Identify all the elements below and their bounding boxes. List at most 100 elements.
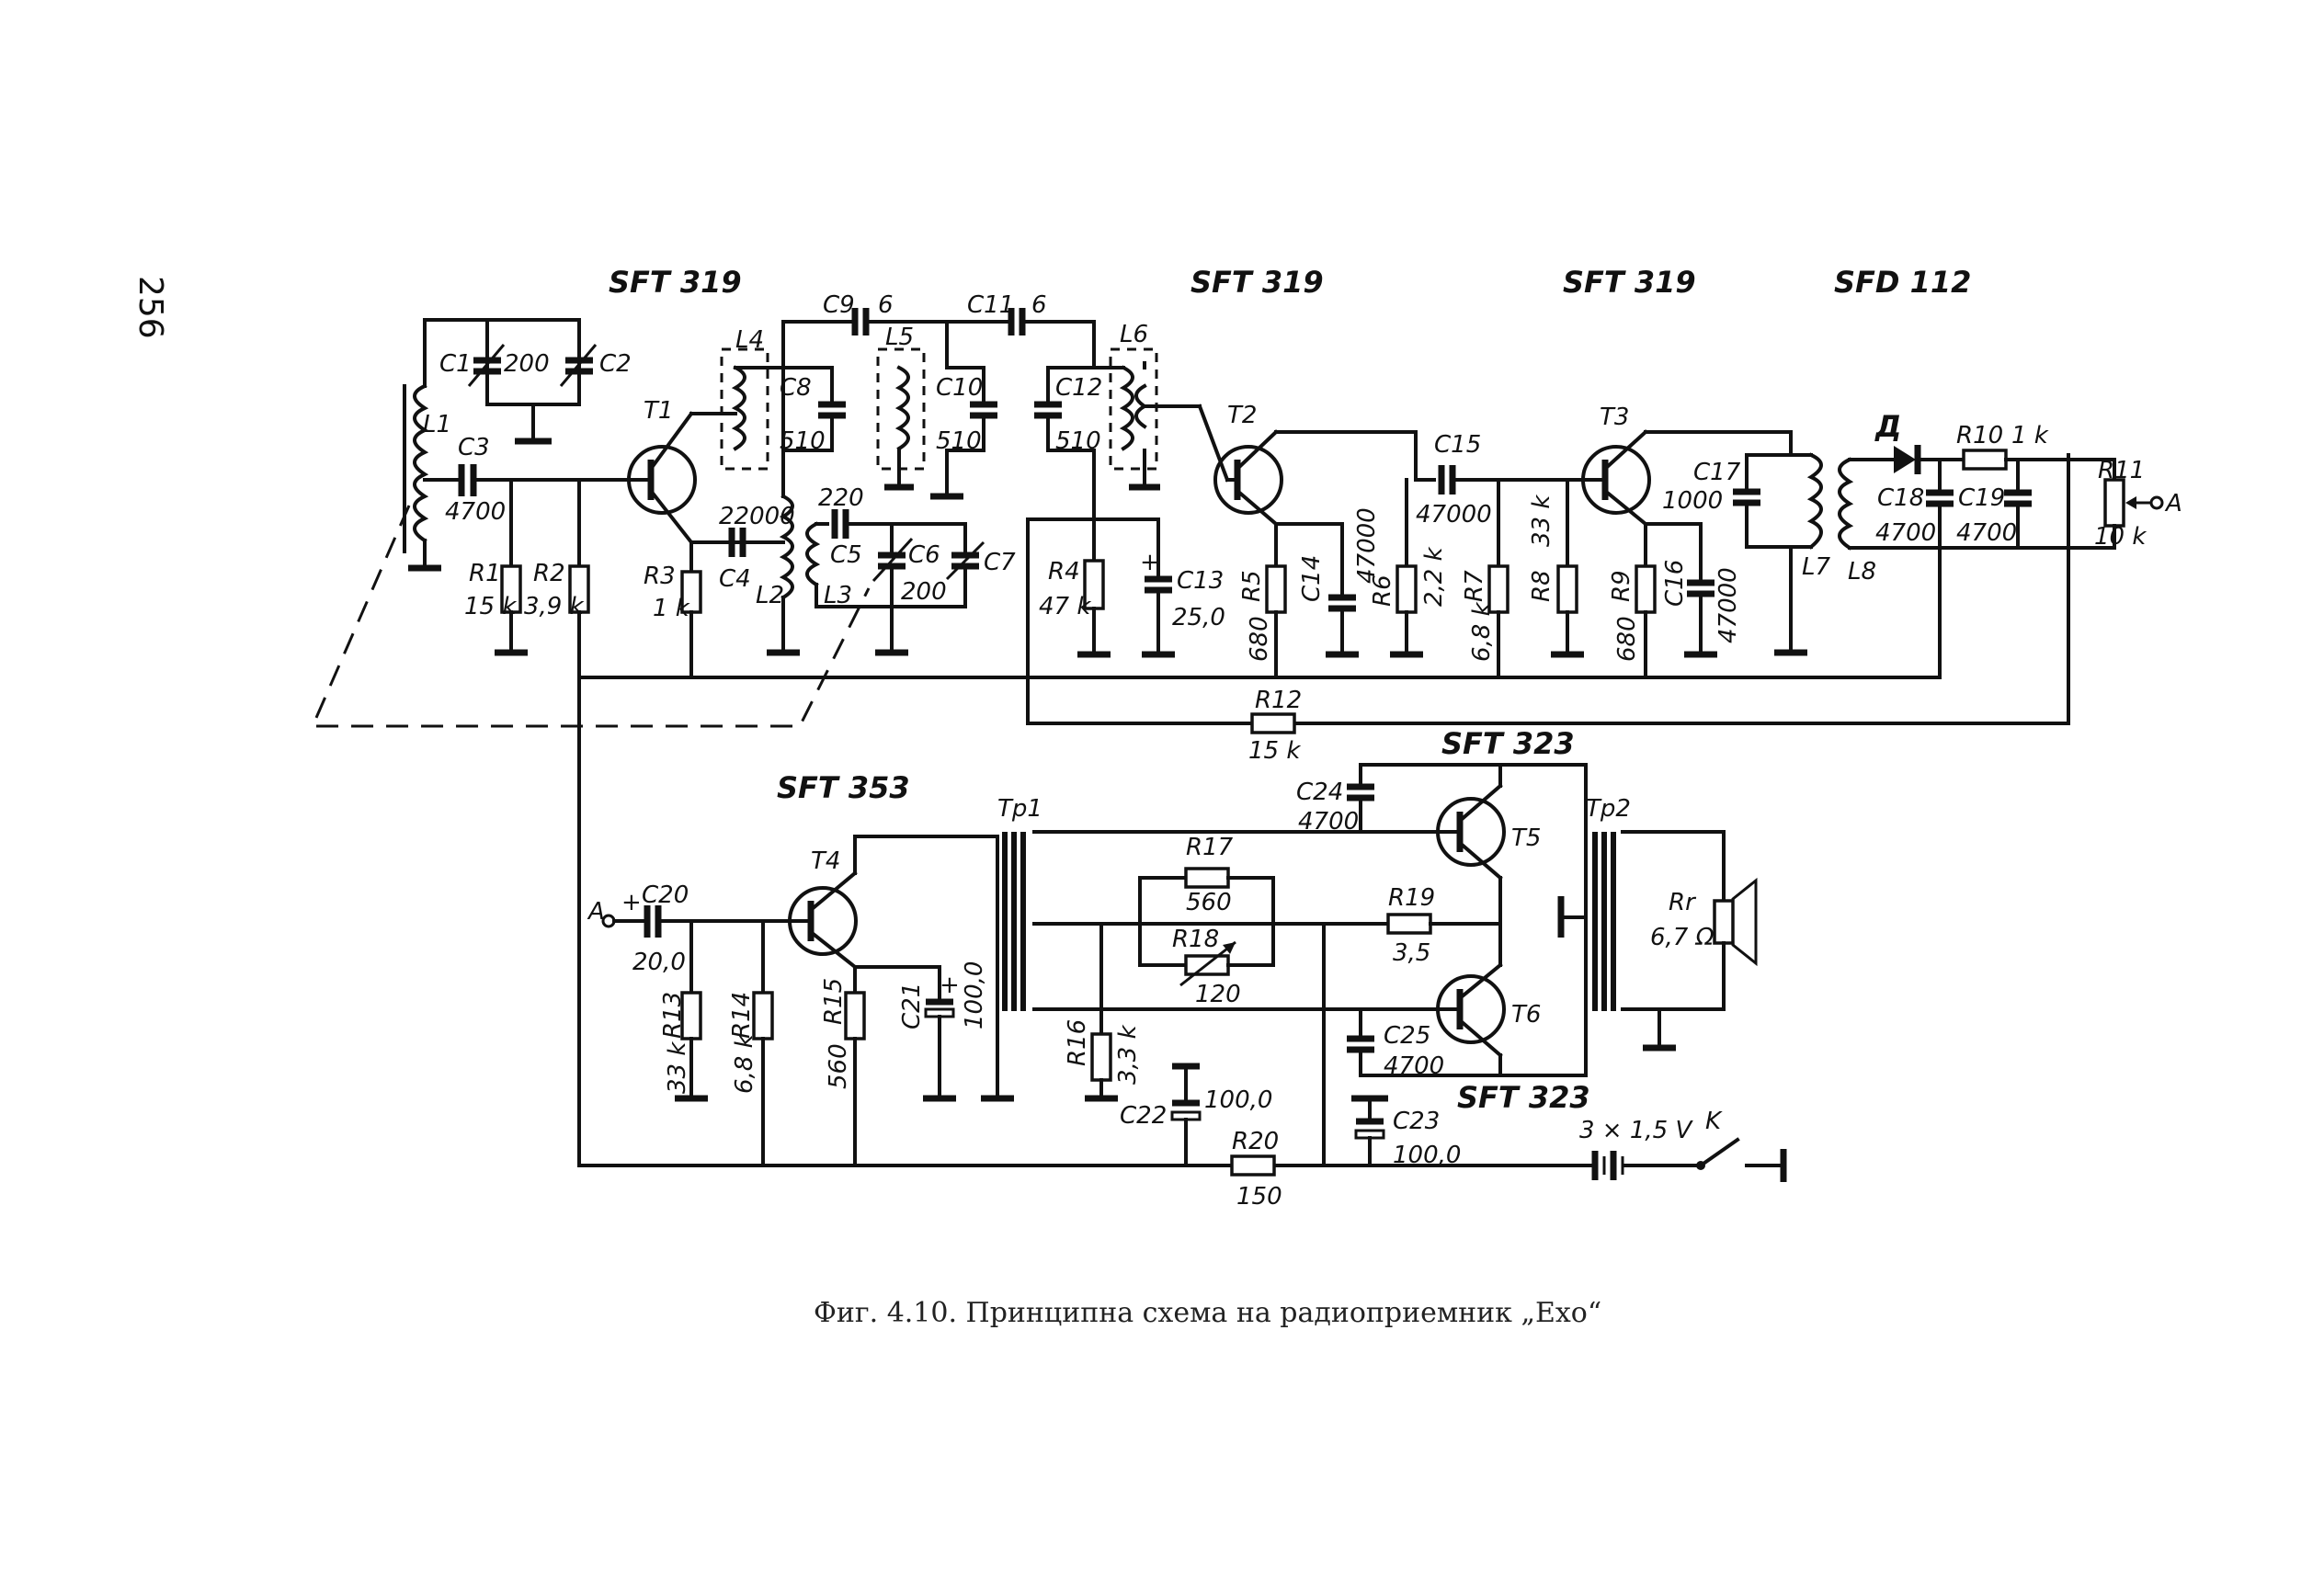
c22-value: 100,0 [1204,1086,1272,1114]
c23-ref: C23 [1393,1108,1440,1135]
agc-filter [1026,517,1175,658]
r20-ref: R20 [1232,1128,1279,1155]
input-tank [403,318,644,572]
r17-value: 560 [1186,889,1232,916]
c23-cap [1351,1095,1388,1167]
driver-transformer [981,830,1436,1102]
transistor-t5 [1432,763,1506,967]
c13-plus: + [1140,549,1160,576]
rr-value: 6,7 Ω [1650,924,1715,951]
r17-ref: R17 [1186,834,1234,861]
t6-ref: T6 [1511,1001,1541,1029]
r4-value: 47 k [1039,593,1091,620]
r15-value: 560 [825,1043,852,1089]
c5-ref: C5 [830,541,862,569]
r13-ref: R13 [659,992,687,1039]
c16-ref: C16 [1661,560,1689,607]
c20-value: 20,0 [632,949,686,976]
rr-ref: Rr [1669,889,1697,916]
c11-ref: C11 [967,291,1014,319]
l5-label: L5 [885,324,914,351]
c18-value: 4700 [1875,519,1936,547]
r12-value: 15 k [1248,737,1301,765]
r10-value: 1 k [2011,422,2049,449]
c16-value: 47000 [1715,567,1742,643]
r9-ref: R9 [1608,570,1635,602]
t3-type: SFT 319 [1563,265,1696,300]
gang-link [310,505,871,728]
r16-value: 3,3 k [1114,1024,1142,1085]
c25-cap [1347,1007,1374,1077]
l4-label: L4 [735,326,764,354]
c6-ref: C6 [908,541,940,569]
r20-resistor [1230,1154,1276,1177]
c18-ref: C18 [1877,484,1924,512]
r13-value: 33 k [664,1041,691,1094]
r6-ref: R6 [1369,574,1396,607]
t3-input-network [1390,465,1597,679]
r6-value: 2,2 k [1420,546,1448,607]
transistor-t1 [627,411,746,545]
battery-label: 3 × 1,5 V [1579,1117,1693,1144]
c10-value: 510 [936,427,982,455]
c1-value: 200 [504,350,550,378]
c12-value: 510 [1055,427,1101,455]
r20-value: 150 [1236,1183,1282,1211]
r3-ref: R3 [644,563,676,590]
diode-ref: Д [1874,409,1902,444]
c20-ref: C20 [642,881,689,909]
c21-ref: C21 [898,983,926,1029]
switch-label: K [1705,1108,1723,1135]
if-coupling-caps [851,308,1096,370]
top-ground-rail [577,453,2070,725]
t4-type: SFT 353 [777,770,910,805]
r11-ref: R11 [2098,457,2145,484]
c14-ref: C14 [1298,555,1326,602]
r18-ref: R18 [1172,926,1219,953]
c19-ref: C19 [1958,484,2005,512]
c25-value: 4700 [1384,1052,1444,1080]
r3-value: 1 k [653,595,690,622]
if-filter-2 [876,320,997,500]
l1-label: L1 [423,411,451,438]
emitter-resistor [1322,913,1502,1167]
transistor-t6 [1359,962,1588,1077]
bias-network [1085,922,1326,1167]
r12-ref: R12 [1255,687,1302,714]
r1-value: 15 k [464,593,517,620]
l2-label: L2 [756,582,784,609]
t1-type: SFT 319 [609,265,742,300]
l8-label: L8 [1848,558,1876,586]
t5-type: SFT 323 [1441,726,1575,761]
node-a-output: A [2164,490,2182,517]
c2-ref: C2 [599,350,632,378]
t2-type: SFT 319 [1190,265,1324,300]
transistor-t2 [1213,429,1418,527]
if-filter-1 [689,320,857,498]
c13-ref: C13 [1177,567,1224,595]
c9-value: 6 [878,291,894,319]
c8-value: 510 [780,427,826,455]
c5-value: 220 [818,484,864,512]
t1-ref: T1 [644,397,673,425]
c15-value: 47000 [1416,501,1492,529]
c17-value: 1000 [1662,487,1723,515]
c23-value: 100,0 [1393,1142,1461,1169]
c13-value: 25,0 [1172,604,1225,631]
c19-value: 4700 [1956,519,2017,547]
c7-ref: C7 [984,549,1016,576]
r19-value: 3,5 [1393,939,1430,967]
c10-ref: C10 [936,374,983,402]
transistor-t4 [788,835,999,970]
detector-transformer [1733,430,1942,656]
r5-ref: R5 [1238,570,1266,602]
c9-ref: C9 [823,291,855,319]
r19-ref: R19 [1388,884,1435,912]
c24-ref: C24 [1296,779,1343,806]
tp2-label: Tp2 [1586,795,1631,823]
output-transformer [1557,763,1758,1077]
c8-ref: C8 [780,374,812,402]
c11-value: 6 [1031,291,1047,319]
r14-ref: R14 [728,992,756,1039]
